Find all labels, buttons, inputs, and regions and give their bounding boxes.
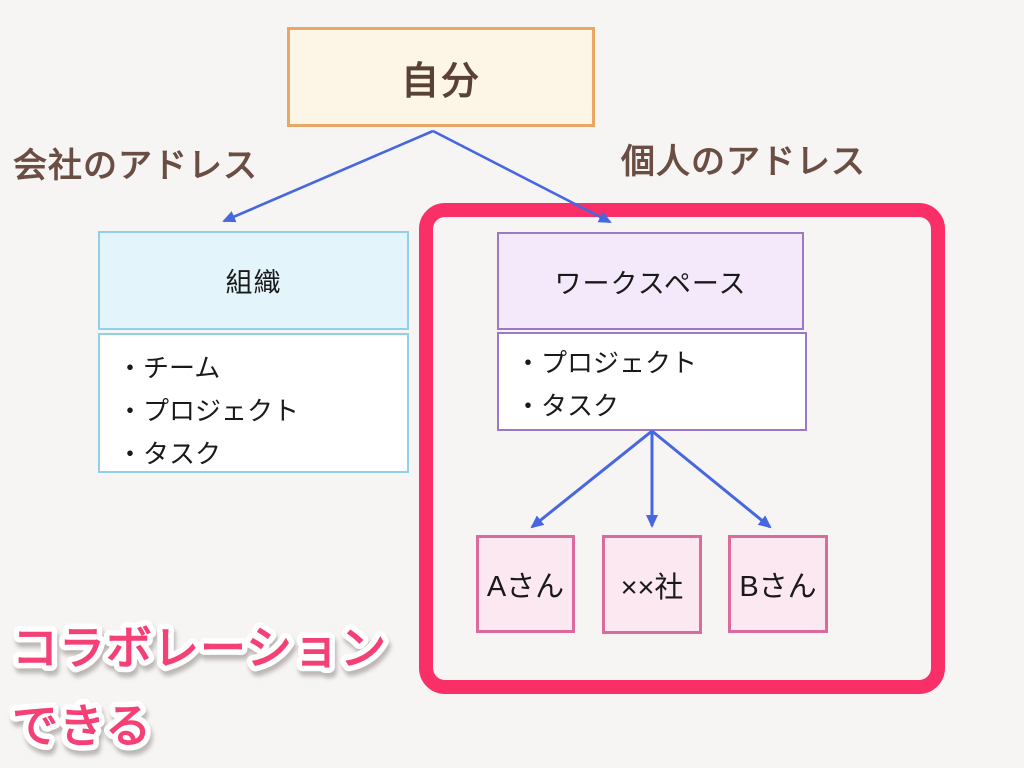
workspace-item: ・プロジェクト <box>515 348 698 378</box>
organization-item: ・プロジェクト <box>117 396 300 426</box>
organization-item: ・タスク <box>117 439 222 469</box>
collaboration-annotation: コラボレーション できる <box>7 617 392 758</box>
organization-header: 組織 <box>98 231 409 330</box>
self-box: 自分 <box>287 27 595 127</box>
workspace-title: ワークスペース <box>554 268 747 299</box>
workspace-item: ・タスク <box>515 391 620 421</box>
company-address-label: 会社のアドレス <box>13 147 258 185</box>
collaboration-text-line2: できる <box>12 700 152 752</box>
member-box-b: Bさん <box>728 535 828 633</box>
member-box-company: ××社 <box>602 535 702 634</box>
organization-title: 組織 <box>225 268 282 298</box>
member-box-a: Aさん <box>476 535 575 633</box>
organization-body: ・チーム ・プロジェクト ・タスク <box>98 333 409 473</box>
workspace-header: ワークスペース <box>497 232 804 330</box>
collaboration-text-line1: コラボレーション <box>12 622 387 674</box>
self-box-label: 自分 <box>400 60 481 103</box>
organization-item: ・チーム <box>117 353 221 383</box>
personal-address-label: 個人のアドレス <box>621 143 866 181</box>
workspace-body: ・プロジェクト ・タスク <box>497 332 807 431</box>
